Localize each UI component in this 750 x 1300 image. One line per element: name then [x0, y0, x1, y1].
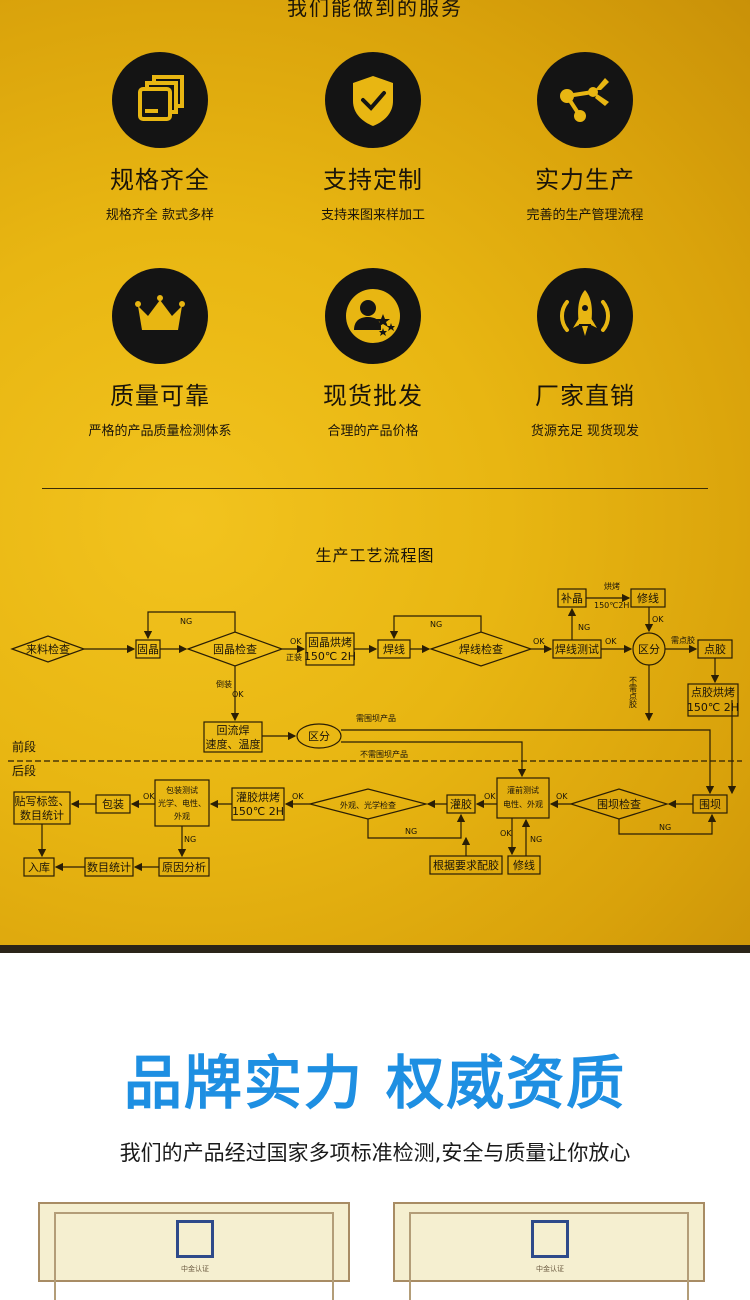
flow-bake-small-spec: 150℃2H	[594, 601, 629, 610]
feature-title: 支持定制	[323, 166, 423, 194]
flow-upright: 正装	[286, 652, 302, 662]
certificate-card: 中金认证	[393, 1202, 705, 1300]
flow-ng: NG	[530, 835, 542, 844]
flow-need-glue: 需点胶	[671, 635, 695, 645]
services-title: 我们能做到的服务	[287, 0, 463, 20]
certificate-frame	[54, 1212, 334, 1300]
flow-reflow-2: 速度、温度	[206, 737, 261, 751]
flow-count: 数目统计	[87, 861, 131, 874]
certificate-card: 中金认证	[38, 1202, 350, 1300]
feature-subtitle: 完善的生产管理流程	[526, 208, 644, 223]
flow-invert: 倒装	[216, 679, 232, 689]
flow-dispense: 点胶	[704, 642, 726, 656]
flow-label-1: 贴写标签、	[15, 794, 70, 808]
flow-reflow-1: 回流焊	[217, 723, 250, 737]
flow-front-label: 前段	[12, 739, 36, 754]
shield-check-icon	[325, 52, 421, 148]
flow-split-1: 区分	[638, 643, 660, 656]
feature-title: 厂家直销	[535, 382, 635, 410]
certificate-label: 中金认证	[181, 1265, 209, 1273]
flow-split-2: 区分	[308, 730, 330, 743]
feature-title: 规格齐全	[110, 166, 210, 194]
feature-subtitle: 货源充足 现货现发	[530, 424, 640, 439]
rocket-icon	[537, 268, 633, 364]
process-title: 生产工艺流程图	[315, 546, 435, 565]
flow-glue-by-req: 根据要求配胶	[433, 858, 499, 872]
flow-wire-test: 焊线测试	[555, 642, 599, 656]
flow-pot-bake-1: 灌胶烘烤	[236, 790, 280, 804]
stacked-cards-icon	[112, 52, 208, 148]
feature-title: 实力生产	[535, 166, 635, 194]
certificate-seal-icon	[531, 1220, 569, 1258]
flow-wire-inspect: 焊线检查	[459, 642, 503, 656]
flow-ng: NG	[180, 617, 192, 626]
flow-pack: 包装	[102, 798, 124, 811]
flow-pre-test-1: 灌前测试	[507, 785, 539, 795]
flow-ok: OK	[500, 829, 512, 838]
flow-die-bake-2: 150℃ 2H	[304, 650, 356, 663]
flow-die-inspect: 固晶检查	[213, 642, 257, 656]
feature-subtitle: 严格的产品质量检测体系	[88, 424, 232, 439]
flow-dispense-bake-1: 点胶烘烤	[691, 685, 735, 699]
brand-subtitle: 我们的产品经过国家多项标准检测,安全与质量让你放心	[119, 1141, 631, 1165]
certificate-label: 中金认证	[536, 1265, 564, 1273]
flow-ng: NG	[184, 835, 196, 844]
flow-wire: 焊线	[383, 642, 405, 656]
flow-pre-test-2: 电性、外观	[503, 799, 543, 809]
flow-back-label: 后段	[12, 763, 36, 778]
flow-bake-small: 烘烤	[604, 581, 620, 591]
flow-ok: OK	[605, 637, 617, 646]
robot-arm-icon	[537, 52, 633, 148]
flow-pkg-test-2: 光学、电性、	[158, 798, 206, 808]
services-section: 我们能做到的服务 规格齐全 规格齐全 款式多样 支持定制 支持来图来样加工	[0, 0, 750, 945]
flow-ng: NG	[430, 620, 442, 629]
flow-pot: 灌胶	[450, 797, 472, 811]
flow-ng: NG	[405, 827, 417, 836]
flow-incoming: 来料检查	[26, 642, 70, 656]
feature-title: 现货批发	[323, 382, 423, 410]
flow-ng: NG	[578, 623, 590, 632]
flow-die-bake-1: 固晶烘烤	[308, 635, 352, 649]
flow-repair-line-top: 修线	[637, 591, 659, 605]
flow-label-2: 数目统计	[20, 809, 64, 822]
flow-ok: OK	[292, 792, 304, 801]
feature-subtitle: 合理的产品价格	[327, 424, 419, 439]
flow-repair-die: 补晶	[561, 592, 583, 605]
flow-ng: NG	[659, 823, 671, 832]
certificate-frame	[409, 1212, 689, 1300]
flow-no-dam: 不需围坝产品	[360, 749, 408, 759]
feature-subtitle: 支持来图来样加工	[320, 208, 425, 223]
flow-analyze: 原因分析	[162, 860, 206, 874]
flow-ok: OK	[533, 637, 545, 646]
flow-ok: OK	[290, 637, 302, 646]
flow-warehouse: 入库	[28, 861, 50, 874]
section-divider	[42, 488, 708, 489]
flow-die-bond: 固晶	[137, 643, 159, 656]
feature-subtitle: 规格齐全 款式多样	[105, 208, 215, 223]
feature-title: 质量可靠	[110, 382, 210, 410]
flow-dam-inspect: 围坝检查	[597, 797, 641, 811]
flow-dispense-bake-2: 150℃ 2H	[687, 701, 739, 714]
flow-pkg-test-1: 包装测试	[166, 785, 198, 795]
flow-ok: OK	[143, 792, 155, 801]
crown-icon	[112, 268, 208, 364]
flow-need-dam: 需围坝产品	[356, 713, 396, 723]
flow-pot-bake-2: 150℃ 2H	[232, 805, 284, 818]
certificate-seal-icon	[176, 1220, 214, 1258]
flow-ok: OK	[652, 615, 664, 624]
section-bottom-border	[0, 945, 750, 953]
flow-ok: OK	[232, 690, 244, 699]
flow-ok: OK	[484, 792, 496, 801]
flow-repair-line-bottom: 修线	[513, 858, 535, 872]
flow-pkg-test-3: 外观	[174, 811, 190, 821]
process-flowchart: 来料检查 固晶 固晶检查 固晶烘烤 150℃ 2H 焊线 焊线检查 焊线测试 补…	[8, 581, 742, 877]
brand-title: 品牌实力 权威资质	[123, 1049, 627, 1117]
flow-ok: OK	[556, 792, 568, 801]
user-stars-icon	[325, 268, 421, 364]
flow-no-need: 不需点胶	[629, 676, 638, 709]
flow-dam: 围坝	[699, 797, 721, 811]
flow-appearance-inspect: 外观、光学检查	[340, 800, 396, 810]
